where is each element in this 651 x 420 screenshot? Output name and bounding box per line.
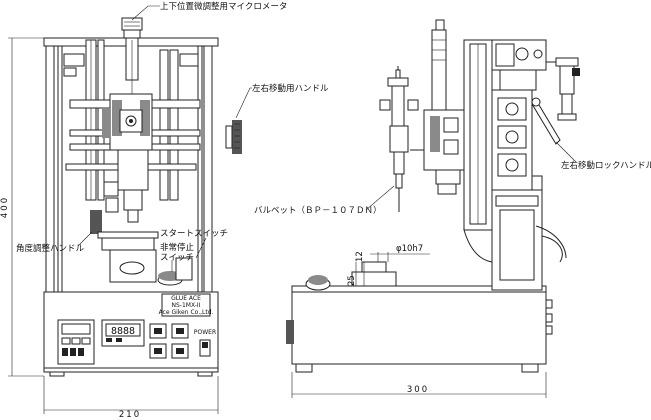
- label-lr-handle: 左右移動用ハンドル: [252, 83, 329, 94]
- label-lr-lock-handle: 左右移動ロックハンドル: [561, 160, 651, 171]
- counter-display: 8888: [111, 326, 135, 337]
- label-micrometer: 上下位置微調整用マイクロメータ: [160, 1, 287, 12]
- side-view: [286, 19, 580, 373]
- dim-width-side: 300: [407, 385, 429, 395]
- dim-12: 12: [355, 251, 365, 262]
- side-dimensions: 300 φ10h7 12 25: [291, 244, 547, 398]
- power-label: POWER: [194, 329, 216, 336]
- front-view: GLUE ACE NS-1MX-II Ace Giken Co.,Ltd. 88…: [43, 17, 219, 377]
- callouts: 上下位置微調整用マイクロメータ 左右移動用ハンドル 左右移動ロックハンドル バル…: [16, 1, 651, 272]
- label-angle-handle: 角度調整ハンドル: [16, 243, 85, 254]
- label-estop-line1: 非常停止: [160, 242, 195, 253]
- dim-25: 25: [347, 275, 357, 286]
- maker-name: Ace Giken Co.,Ltd.: [159, 309, 214, 316]
- lr-handle-knob: [225, 120, 242, 154]
- dim-shaft-diameter: φ10h7: [396, 244, 423, 254]
- label-start-switch: スタートスイッチ: [160, 229, 228, 239]
- product-name-line2: NS-1MX-II: [172, 302, 201, 309]
- product-name-line1: GLUE ACE: [171, 295, 201, 302]
- label-valve: バルベット（ＢＰ－１０７ＤＮ）: [254, 205, 382, 216]
- label-estop-line2: スイッチ: [160, 253, 194, 263]
- front-dimensions: 400 210: [0, 37, 219, 420]
- dim-width-front: 210: [119, 410, 141, 420]
- dim-height: 400: [0, 196, 10, 218]
